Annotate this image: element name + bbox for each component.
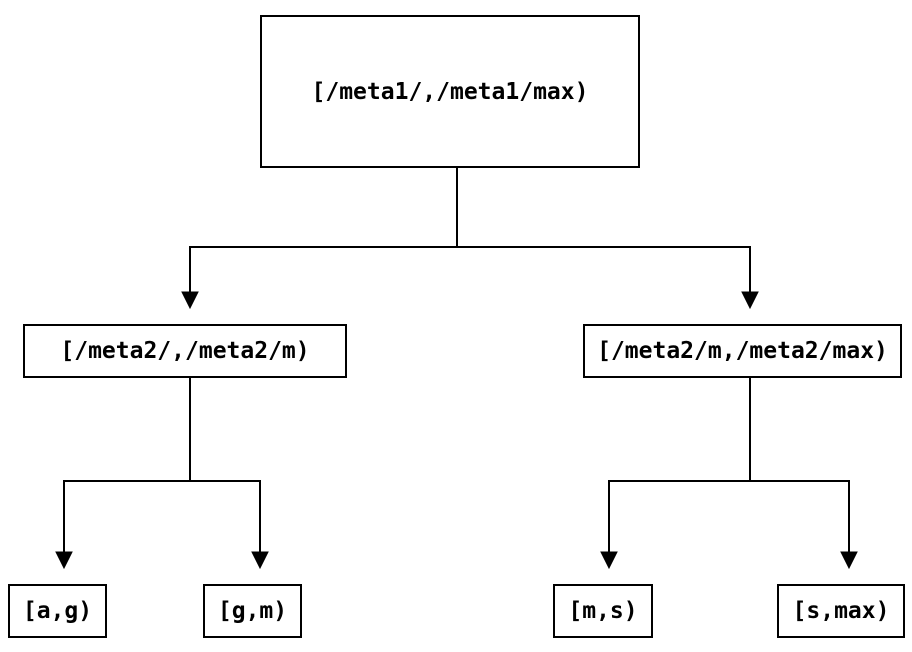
arrowhead-down-icon bbox=[600, 551, 618, 570]
node-right-child: [/meta2/m,/meta2/max) bbox=[583, 324, 902, 378]
node-leaf-ms: [m,s) bbox=[553, 584, 653, 638]
node-label: [/meta2/,/meta2/m) bbox=[60, 338, 310, 364]
node-leaf-ag: [a,g) bbox=[8, 584, 107, 638]
node-root: [/meta1/,/meta1/max) bbox=[260, 15, 640, 168]
arrowhead-down-icon bbox=[251, 551, 269, 570]
arrowhead-down-icon bbox=[55, 551, 73, 570]
node-leaf-smax: [s,max) bbox=[777, 584, 905, 638]
node-label: [g,m) bbox=[217, 598, 288, 624]
arrowhead-down-icon bbox=[741, 291, 759, 310]
node-label: [a,g) bbox=[22, 598, 93, 624]
node-label: [s,max) bbox=[792, 598, 890, 624]
node-label: [/meta1/,/meta1/max) bbox=[311, 78, 589, 105]
node-label: [/meta2/m,/meta2/max) bbox=[597, 338, 888, 364]
arrowhead-down-icon bbox=[840, 551, 858, 570]
node-label: [m,s) bbox=[568, 598, 638, 624]
node-leaf-gm: [g,m) bbox=[203, 584, 302, 638]
arrowhead-down-icon bbox=[181, 291, 199, 310]
node-left-child: [/meta2/,/meta2/m) bbox=[23, 324, 347, 378]
